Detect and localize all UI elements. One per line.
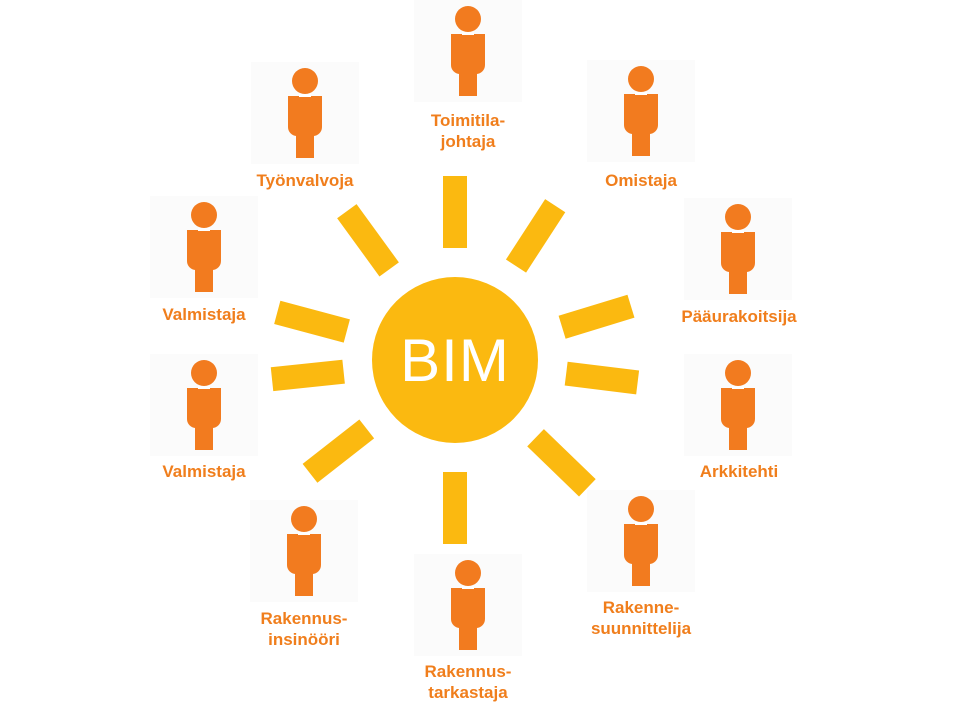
label-arkkitehti: Arkkitehti xyxy=(699,462,779,481)
stakeholder-arkkitehti xyxy=(684,354,792,456)
stakeholder-paaurakoitsija xyxy=(684,198,792,300)
sun-ray-7 xyxy=(302,419,375,483)
sun-ray-10 xyxy=(337,204,399,277)
person-icon xyxy=(288,68,322,158)
sun-ray-3 xyxy=(558,294,635,339)
label-paaurakoitsija: Pääurakoitsija xyxy=(681,307,797,326)
label-tyonvalvoja: Työnvalvoja xyxy=(256,171,354,190)
stakeholder-rakennustarkastaja xyxy=(414,554,522,656)
person-icon xyxy=(721,204,755,294)
label-omistaja: Omistaja xyxy=(605,171,677,190)
person-icon xyxy=(187,202,221,292)
label-rakennustarkastaja: Rakennus- tarkastaja xyxy=(424,662,512,702)
sun-ray-9 xyxy=(274,300,350,343)
person-icon xyxy=(287,506,321,596)
sun-ray-4 xyxy=(564,361,640,395)
person-icon xyxy=(451,560,485,650)
person-icon xyxy=(721,360,755,450)
label-valmistaja-upper: Valmistaja xyxy=(162,305,246,324)
sun-ray-1 xyxy=(443,176,467,248)
stakeholder-rakennusinsinoori xyxy=(250,500,358,602)
label-rakennusinsinoori: Rakennus- insinööri xyxy=(260,609,348,649)
person-icon xyxy=(624,496,658,586)
stakeholder-rakennesuunnittelija xyxy=(587,490,695,592)
sun-ray-5 xyxy=(527,429,596,497)
bim-center-label: BIM xyxy=(400,326,510,394)
bim-sun-core: BIM xyxy=(372,277,538,443)
sun-ray-2 xyxy=(505,199,566,273)
sun-ray-6 xyxy=(443,472,467,544)
sun-ray-8 xyxy=(270,359,345,392)
stakeholder-tyonvalvoja xyxy=(251,62,359,164)
label-rakennesuunnittelija: Rakenne- suunnittelija xyxy=(590,598,692,638)
person-icon xyxy=(624,66,658,156)
stakeholder-toimitilajohtaja xyxy=(414,0,522,102)
person-icon xyxy=(451,6,485,96)
stakeholder-omistaja xyxy=(587,60,695,162)
label-valmistaja-lower: Valmistaja xyxy=(162,462,246,481)
label-toimitilajohtaja: Toimitila- johtaja xyxy=(430,111,506,151)
person-icon xyxy=(187,360,221,450)
stakeholder-valmistaja-upper xyxy=(150,196,258,298)
stakeholder-valmistaja-lower xyxy=(150,354,258,456)
